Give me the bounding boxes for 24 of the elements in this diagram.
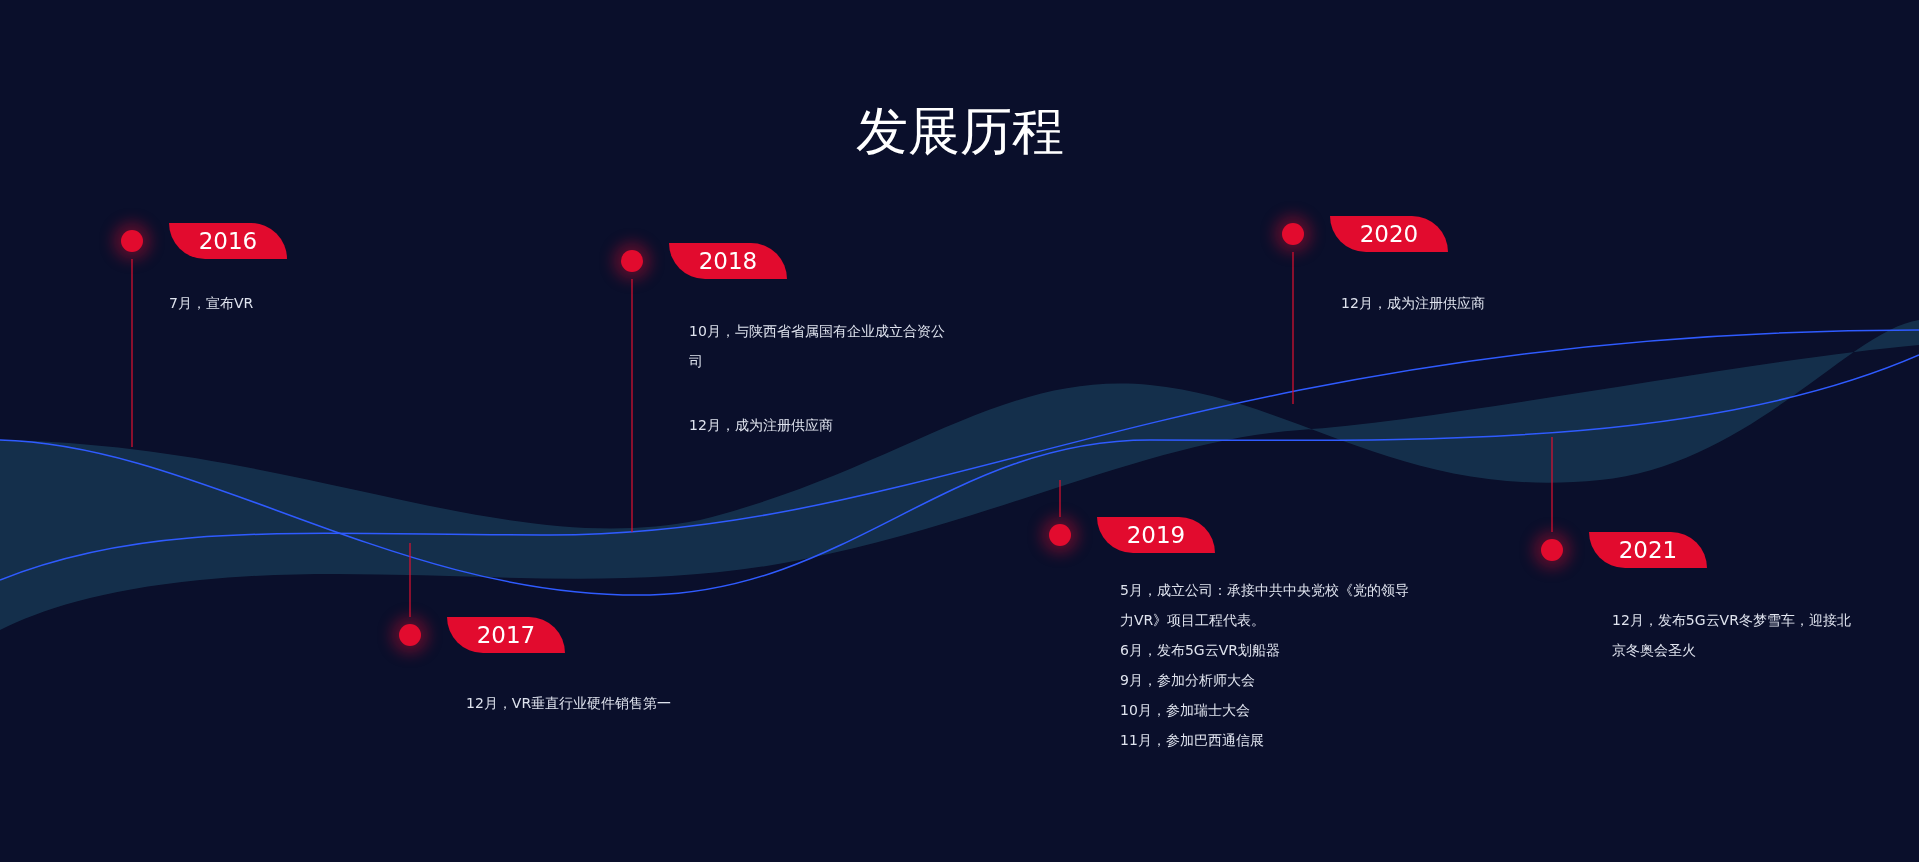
event-text: 12月，成为注册供应商 (1341, 294, 1486, 313)
event-text: 12月，发布5G云VR冬梦雪车，迎接北京冬奥会圣火 (1612, 611, 1852, 660)
year-tag: 2017 (447, 617, 565, 653)
year-tag: 2020 (1330, 216, 1448, 252)
event-text: 5月，成立公司：承接中共中央党校《党的领导力VR》项目工程代表。 (1120, 581, 1410, 630)
leader-line (1292, 251, 1294, 405)
event-text: 7月，宣布VR (169, 294, 255, 313)
title: 发展历程 (855, 105, 1065, 157)
year-tag: 2018 (669, 243, 787, 279)
event-text: 9月，参加分析师大会 (1120, 671, 1256, 690)
leader-line (131, 258, 133, 448)
event-text: 12月，成为注册供应商 (689, 416, 834, 435)
year-tag: 2021 (1589, 532, 1707, 568)
leader-line (1059, 479, 1061, 518)
event-text: 6月，发布5G云VR划船器 (1120, 641, 1281, 660)
event-text: 11月，参加巴西通信展 (1120, 731, 1265, 750)
year-tag: 2016 (169, 223, 287, 259)
leader-line (631, 278, 633, 533)
event-text: 10月，参加瑞士大会 (1120, 701, 1251, 720)
event-text: 12月，VR垂直行业硬件销售第一 (466, 694, 673, 713)
event-text: 10月，与陕西省省属国有企业成立合资公司 (689, 322, 946, 371)
leader-line (409, 542, 411, 618)
year-tag: 2019 (1097, 517, 1215, 553)
leader-line (1551, 436, 1553, 533)
